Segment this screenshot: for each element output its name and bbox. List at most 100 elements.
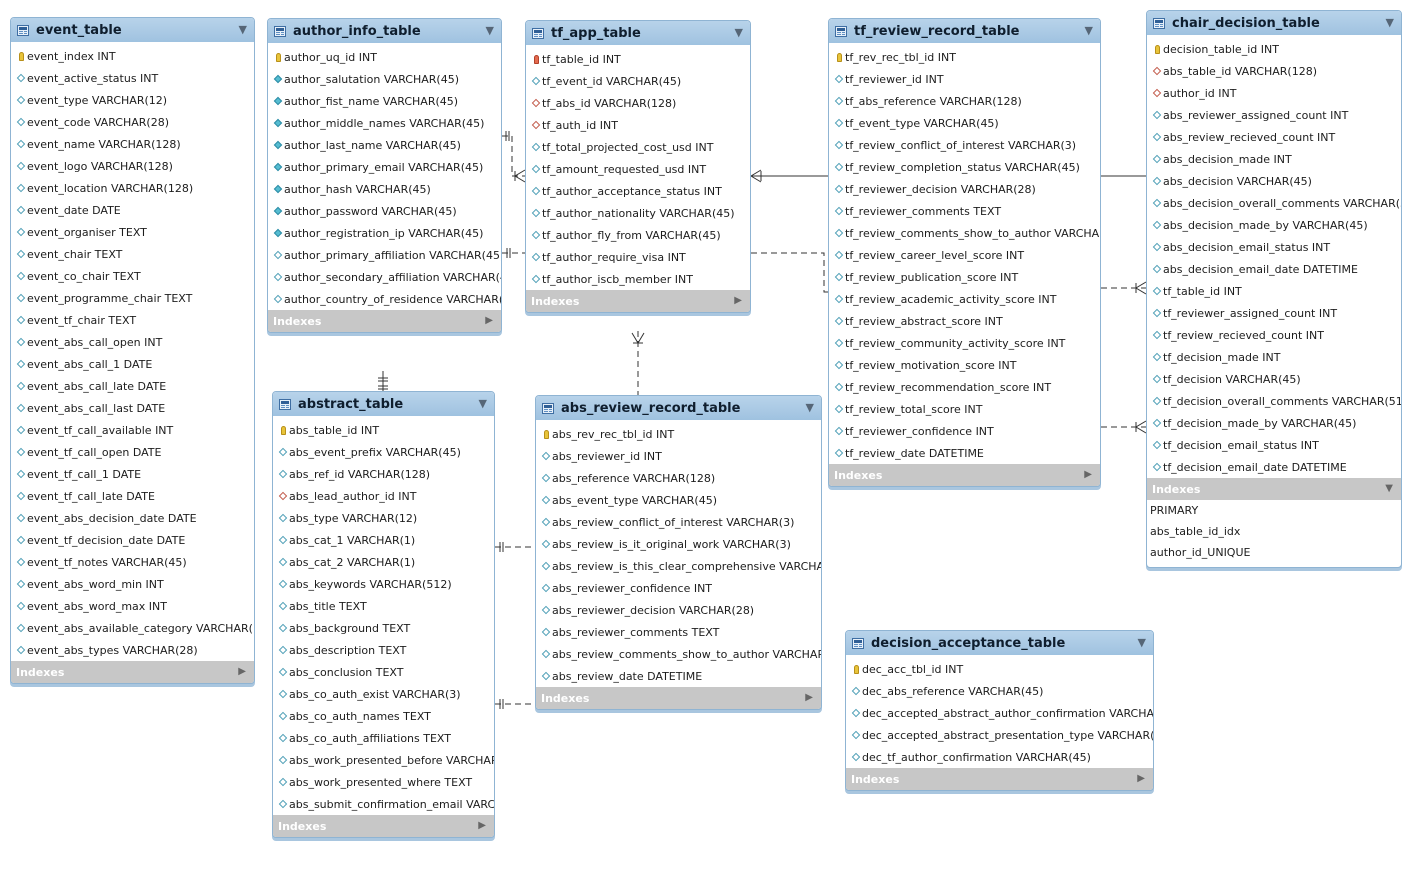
column-row[interactable]: tf_table_id INT — [1147, 280, 1401, 302]
column-row[interactable]: abs_reviewer_confidence INT — [536, 577, 821, 599]
column-row[interactable]: abs_type VARCHAR(12) — [273, 507, 494, 529]
column-row[interactable]: abs_work_presented_where TEXT — [273, 771, 494, 793]
collapse-arrow-icon[interactable]: ▼ — [805, 401, 814, 414]
column-row[interactable]: abs_decision_overall_comments VARCHAR(51… — [1147, 192, 1401, 214]
column-row[interactable]: abs_review_date DATETIME — [536, 665, 821, 687]
column-row[interactable]: dec_abs_reference VARCHAR(45) — [846, 680, 1153, 702]
column-row[interactable]: author_secondary_affiliation VARCHAR(45) — [268, 266, 501, 288]
column-row[interactable]: tf_review_recieved_count INT — [1147, 324, 1401, 346]
column-row[interactable]: tf_abs_id VARCHAR(128) — [526, 92, 750, 114]
column-row[interactable]: tf_reviewer_assigned_count INT — [1147, 302, 1401, 324]
column-row[interactable]: abs_review_recieved_count INT — [1147, 126, 1401, 148]
column-row[interactable]: event_chair TEXT — [11, 243, 254, 265]
column-row[interactable]: dec_accepted_abstract_author_confirmatio… — [846, 702, 1153, 724]
column-row[interactable]: event_abs_decision_date DATE — [11, 507, 254, 529]
table-tf-review-record-table[interactable]: tf_review_record_table▼tf_rev_rec_tbl_id… — [828, 18, 1101, 487]
expand-right-icon[interactable]: ▶ — [805, 692, 813, 703]
column-row[interactable]: event_abs_word_max INT — [11, 595, 254, 617]
column-row[interactable]: abs_reviewer_decision VARCHAR(28) — [536, 599, 821, 621]
column-row[interactable]: tf_author_acceptance_status INT — [526, 180, 750, 202]
column-row[interactable]: tf_review_academic_activity_score INT — [829, 288, 1100, 310]
column-row[interactable]: abs_decision_email_status INT — [1147, 236, 1401, 258]
column-row[interactable]: tf_author_nationality VARCHAR(45) — [526, 202, 750, 224]
column-row[interactable]: dec_acc_tbl_id INT — [846, 658, 1153, 680]
column-row[interactable]: author_hash VARCHAR(45) — [268, 178, 501, 200]
column-row[interactable]: tf_decision_email_status INT — [1147, 434, 1401, 456]
column-row[interactable]: tf_author_require_visa INT — [526, 246, 750, 268]
column-row[interactable]: tf_review_publication_score INT — [829, 266, 1100, 288]
column-row[interactable]: abs_background TEXT — [273, 617, 494, 639]
column-row[interactable]: tf_review_conflict_of_interest VARCHAR(3… — [829, 134, 1100, 156]
column-row[interactable]: author_registration_ip VARCHAR(45) — [268, 222, 501, 244]
column-row[interactable]: tf_amount_requested_usd INT — [526, 158, 750, 180]
column-row[interactable]: abs_submit_confirmation_email VARCH... — [273, 793, 494, 815]
column-row[interactable]: abs_event_type VARCHAR(45) — [536, 489, 821, 511]
index-row[interactable]: PRIMARY — [1150, 504, 1199, 517]
column-row[interactable]: event_type VARCHAR(12) — [11, 89, 254, 111]
table-decision-acceptance-table[interactable]: decision_acceptance_table▼ dec_acc_tbl_id… — [845, 630, 1154, 791]
table-header[interactable]: tf_review_record_table▼ — [829, 19, 1100, 43]
collapse-arrow-icon[interactable]: ▼ — [238, 23, 247, 36]
expand-right-icon[interactable]: ▶ — [478, 820, 486, 831]
column-row[interactable]: event_location VARCHAR(128) — [11, 177, 254, 199]
column-row[interactable]: dec_accepted_abstract_presentation_type … — [846, 724, 1153, 746]
column-row[interactable]: author_primary_affiliation VARCHAR(45) — [268, 244, 501, 266]
column-row[interactable]: abs_keywords VARCHAR(512) — [273, 573, 494, 595]
indexes-section-header[interactable]: Indexes▼ — [1147, 478, 1401, 500]
column-row[interactable]: event_abs_call_last DATE — [11, 397, 254, 419]
collapse-arrow-icon[interactable]: ▼ — [1084, 24, 1093, 37]
column-row[interactable]: event_tf_decision_date DATE — [11, 529, 254, 551]
column-row[interactable]: event_code VARCHAR(28) — [11, 111, 254, 133]
column-row[interactable]: event_abs_types VARCHAR(28) — [11, 639, 254, 661]
column-row[interactable]: event_active_status INT — [11, 67, 254, 89]
table-header[interactable]: abstract_table▼ — [273, 392, 494, 416]
index-row[interactable]: abs_table_id_idx — [1150, 525, 1241, 538]
column-row[interactable]: event_tf_call_open DATE — [11, 441, 254, 463]
indexes-section-header[interactable]: Indexes▶ — [268, 310, 501, 332]
index-row[interactable]: author_id_UNIQUE — [1150, 546, 1251, 559]
table-header[interactable]: abs_review_record_table▼ — [536, 396, 821, 420]
column-row[interactable]: abs_cat_1 VARCHAR(1) — [273, 529, 494, 551]
column-row[interactable]: tf_review_recommendation_score INT — [829, 376, 1100, 398]
table-abs-review-record-table[interactable]: abs_review_record_table▼abs_rev_rec_tbl_… — [535, 395, 822, 710]
column-row[interactable]: event_organiser TEXT — [11, 221, 254, 243]
column-row[interactable]: tf_review_comments_show_to_author VARCHA… — [829, 222, 1100, 244]
column-row[interactable]: abs_ref_id VARCHAR(128) — [273, 463, 494, 485]
column-row[interactable]: tf_decision_overall_comments VARCHAR(512… — [1147, 390, 1401, 412]
expand-down-icon[interactable]: ▼ — [1385, 483, 1393, 494]
table-header[interactable]: chair_decision_table▼ — [1147, 11, 1401, 35]
column-row[interactable]: abs_reviewer_id INT — [536, 445, 821, 467]
column-row[interactable]: author_password VARCHAR(45) — [268, 200, 501, 222]
column-row[interactable]: abs_co_auth_exist VARCHAR(3) — [273, 683, 494, 705]
column-row[interactable]: tf_review_motivation_score INT — [829, 354, 1100, 376]
column-row[interactable]: abs_table_id VARCHAR(128) — [1147, 60, 1401, 82]
column-row[interactable]: decision_table_id INT — [1147, 38, 1401, 60]
column-row[interactable]: abs_review_conflict_of_interest VARCHAR(… — [536, 511, 821, 533]
expand-right-icon[interactable]: ▶ — [1084, 469, 1092, 480]
table-header[interactable]: tf_app_table▼ — [526, 21, 750, 45]
column-row[interactable]: tf_auth_id INT — [526, 114, 750, 136]
column-row[interactable]: author_country_of_residence VARCHAR(45) — [268, 288, 501, 310]
column-row[interactable]: abs_event_prefix VARCHAR(45) — [273, 441, 494, 463]
column-row[interactable]: tf_reviewer_id INT — [829, 68, 1100, 90]
column-row[interactable]: abs_description TEXT — [273, 639, 494, 661]
column-row[interactable]: event_abs_call_late DATE — [11, 375, 254, 397]
column-row[interactable]: abs_decision_made_by VARCHAR(45) — [1147, 214, 1401, 236]
column-row[interactable]: event_logo VARCHAR(128) — [11, 155, 254, 177]
collapse-arrow-icon[interactable]: ▼ — [734, 26, 743, 39]
collapse-arrow-icon[interactable]: ▼ — [478, 397, 487, 410]
column-row[interactable]: abs_co_auth_names TEXT — [273, 705, 494, 727]
column-row[interactable]: author_primary_email VARCHAR(45) — [268, 156, 501, 178]
column-row[interactable]: event_abs_word_min INT — [11, 573, 254, 595]
column-row[interactable]: abs_lead_author_id INT — [273, 485, 494, 507]
column-row[interactable]: tf_review_community_activity_score INT — [829, 332, 1100, 354]
column-row[interactable]: tf_reviewer_confidence INT — [829, 420, 1100, 442]
column-row[interactable]: dec_tf_author_confirmation VARCHAR(45) — [846, 746, 1153, 768]
column-row[interactable]: tf_table_id INT — [526, 48, 750, 70]
column-row[interactable]: tf_event_id VARCHAR(45) — [526, 70, 750, 92]
column-row[interactable]: tf_review_career_level_score INT — [829, 244, 1100, 266]
relationship-author-tf-app-line[interactable] — [502, 135, 525, 177]
table-header[interactable]: decision_acceptance_table▼ — [846, 631, 1153, 655]
